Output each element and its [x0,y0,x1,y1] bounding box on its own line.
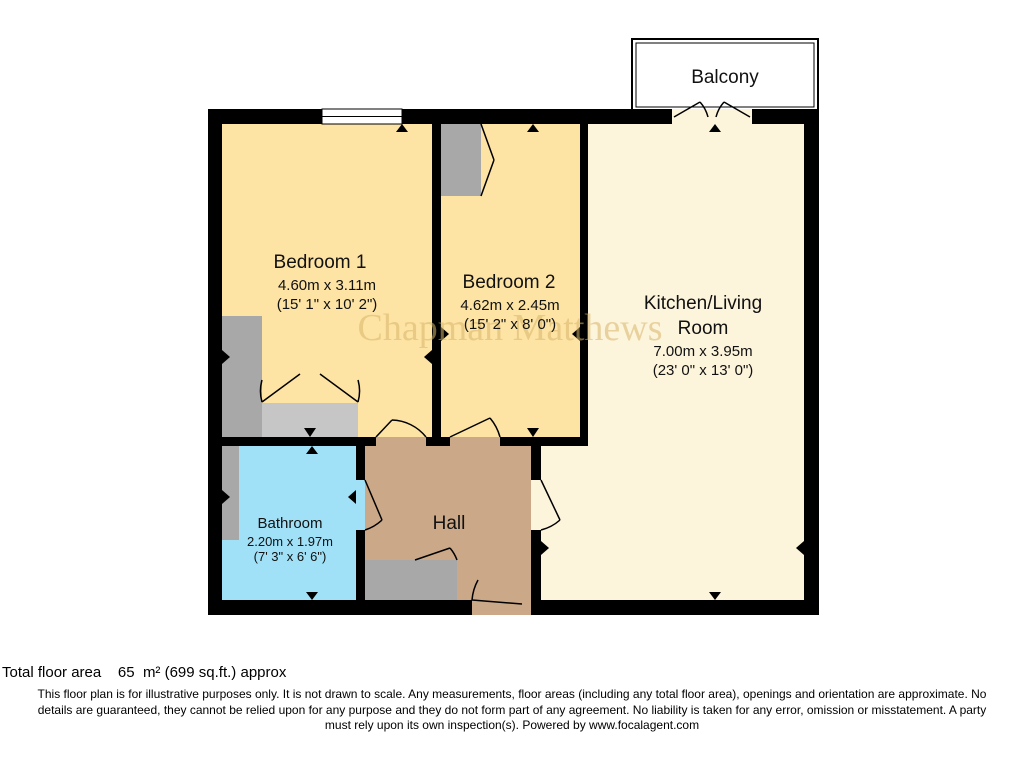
bathroom-metric: 2.20m x 1.97m [247,534,333,549]
bathroom-label: Bathroom 2.20m x 1.97m (7' 3" x 6' 6") [247,515,333,564]
area-m2-value: 65 [117,664,135,681]
kitchen-living-name-line2: Room [678,318,729,339]
bedroom-2-imperial: (15' 2" x 8' 0") [464,316,556,333]
balcony-name: Balcony [691,67,759,88]
kitchen-living-floor [541,124,804,600]
bathroom-name: Bathroom [257,515,322,532]
watermark: Chapman Matthews [357,307,662,349]
bedroom-2-metric: 4.62m x 2.45m [460,297,559,314]
floor-plan: Chapman Matthews Bedroom 1 4.60m x 3.11m… [208,38,819,615]
bedroom-1-label: Bedroom 1 4.60m x 3.11m (15' 1" x 10' 2"… [274,252,378,313]
total-area-label: Total floor area [2,664,102,681]
area-m2-unit: m² ( [142,664,170,681]
area-sqft-value: 699 [169,664,195,681]
disclaimer-line-1: This floor plan is for illustrative purp… [37,687,987,701]
disclaimer-line-3: must rely upon its own inspection(s). Po… [324,718,700,732]
kitchen-living-metric: 7.00m x 3.95m [653,343,752,360]
kitchen-living-imperial: (23' 0" x 13' 0") [653,362,754,379]
orientation-markers [222,124,804,600]
bathroom-cabinet [222,446,239,540]
bedroom-1-name: Bedroom 1 [274,252,367,273]
bedroom-2-name: Bedroom 2 [463,272,556,293]
total-floor-area: Total floor area 65 m² (699 sq.ft.) appr… [2,664,286,681]
bedroom-2-label: Bedroom 2 4.62m x 2.45m (15' 2" x 8' 0") [460,272,559,333]
disclaimer: This floor plan is for illustrative purp… [0,687,1024,734]
bedroom-1-wardrobe [222,316,262,437]
door-swings [259,101,751,605]
bathroom-floor [222,446,356,600]
bedroom-1-metric: 4.60m x 3.11m [278,277,376,294]
kitchen-living-name-line1: Kitchen/Living [644,293,762,314]
area-sqft-unit: sq.ft.) approx [198,664,287,681]
balcony [631,38,819,112]
bathroom-imperial: (7' 3" x 6' 6") [254,549,327,564]
kitchen-living-label: Kitchen/Living Room 7.00m x 3.95m (23' 0… [644,293,762,379]
disclaimer-line-2: details are guaranteed, they cannot be r… [37,702,987,717]
bedroom-2-wardrobe [441,124,481,196]
bedroom-1-imperial: (15' 1" x 10' 2") [277,296,378,313]
hall-cupboard [365,560,457,600]
hall-name: Hall [433,513,466,534]
